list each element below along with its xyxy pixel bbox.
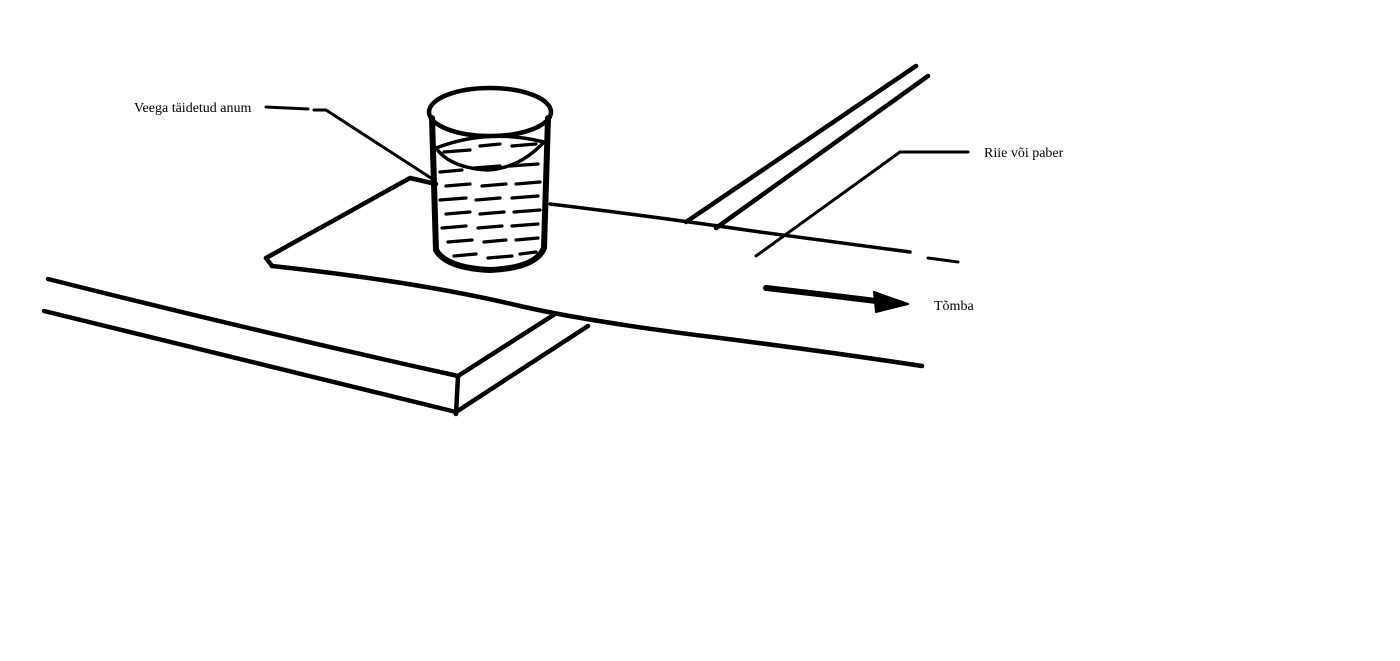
container-bottom bbox=[433, 245, 547, 273]
pull-arrow-head bbox=[873, 291, 909, 313]
label-pull: Tõmba bbox=[934, 299, 974, 314]
label-container: Veega täidetud anum bbox=[134, 101, 252, 116]
table-front-bottom-edge bbox=[41, 308, 459, 415]
label-cloth: Riie või paber bbox=[984, 146, 1064, 161]
table-side-top-edge bbox=[455, 311, 558, 379]
container-leader bbox=[264, 105, 436, 182]
container-left-wall bbox=[429, 115, 439, 253]
cloth-sheet bbox=[263, 175, 960, 369]
water-hatching bbox=[438, 142, 542, 260]
cloth-back-left-edge bbox=[263, 175, 439, 261]
container-rim bbox=[426, 85, 554, 139]
cloth-front-edge bbox=[269, 263, 925, 369]
pull-arrow-shaft bbox=[763, 285, 887, 305]
water-surface bbox=[434, 134, 546, 172]
table-side-bottom-edge bbox=[453, 323, 591, 415]
container-leader-line-2 bbox=[312, 108, 436, 182]
cloth-leader-line bbox=[754, 150, 970, 258]
pull-arrow bbox=[763, 285, 909, 313]
table-front-top-edge bbox=[45, 276, 461, 379]
table bbox=[41, 63, 931, 417]
water-container bbox=[426, 85, 554, 273]
cloth-back-right-edge bbox=[548, 202, 912, 254]
table-back-rail-inner bbox=[713, 73, 931, 231]
table-back-rail-outer bbox=[683, 63, 919, 225]
container-leader-line bbox=[264, 105, 310, 111]
container-right-wall bbox=[541, 115, 551, 251]
table-front-corner bbox=[453, 373, 461, 417]
cloth-back-right-dash bbox=[926, 256, 960, 264]
